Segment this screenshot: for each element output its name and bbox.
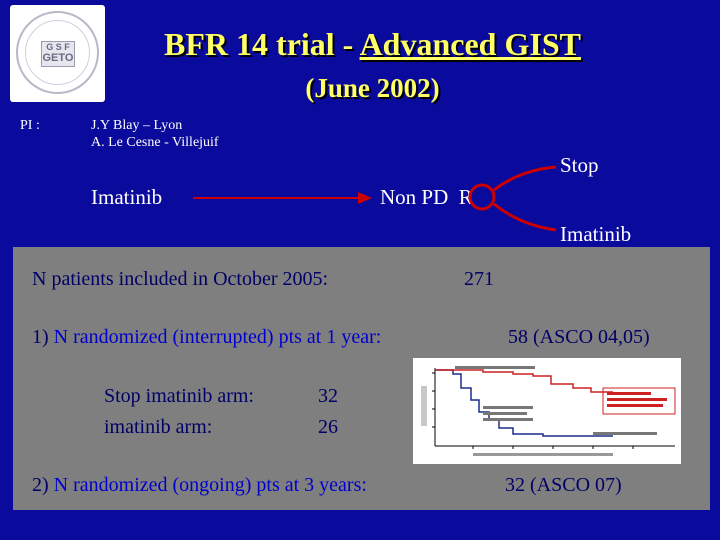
logo-inner-ring [25,20,90,85]
start-imatinib-label: Imatinib [91,185,163,209]
rand1-num: 1) [32,326,49,348]
design-arrows [193,165,557,232]
logo-outer-ring [16,11,99,94]
randomized-3-years: 2) N randomized (ongoing) pts at 3 years… [32,474,367,497]
non-pd-label: Non PD R [380,185,473,210]
stop-arm-value: 32 [318,385,338,407]
rand1-text: N randomized (interrupted) pts at 1 year… [53,326,382,348]
imatinib-arm-label: imatinib arm: [104,416,213,438]
investigator-2: A. Le Cesne - Villejuif [91,135,219,150]
rand2-num: 2) [32,474,49,496]
slide-subtitle: (June 2002) [305,73,440,103]
gsf-geto-logo: G S F GETO [10,5,105,102]
arrow-head [358,192,372,204]
non-pd-text: Non PD [380,185,449,209]
arm-stop-label: Stop [560,153,599,177]
randomization-circle [468,183,496,211]
randomization-r: R [458,185,473,209]
included-label: N patients included in October 2005: [32,268,329,290]
logo-top-text: G S F [46,42,70,52]
stop-arm-label: Stop imatinib arm: [104,385,254,407]
rand2-text: N randomized (ongoing) pts at 3 years: [53,474,367,496]
slide-title: BFR 14 trial - Advanced GIST [0,26,720,63]
arm-imatinib-label: Imatinib [560,222,632,246]
survival-curve-thumbnail [413,358,681,464]
randomized-1-year: 1) N randomized (interrupted) pts at 1 y… [32,326,381,349]
logo-badge: G S F GETO [41,41,75,67]
logo-bottom-text: GETO [42,52,74,64]
title-prefix: BFR 14 trial - [164,26,360,62]
randomized-1-year-value: 58 (ASCO 04,05) [508,326,650,348]
pi-label: PI : [20,118,40,133]
investigator-1: J.Y Blay – Lyon [91,118,183,133]
included-value: 271 [464,268,494,290]
arrow-to-stop [493,165,557,192]
title-underlined: Advanced GIST [359,26,581,62]
imatinib-arm-value: 26 [318,416,338,438]
randomized-3-years-value: 32 (ASCO 07) [505,474,622,496]
arrow-to-imatinib [493,202,557,232]
survival-curve-image [421,366,676,456]
